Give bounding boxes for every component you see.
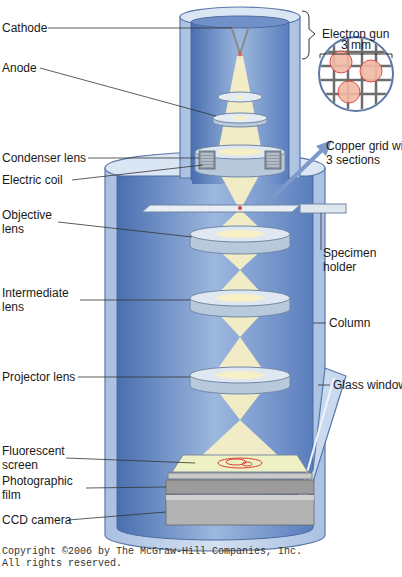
electron-gun-housing — [191, 16, 289, 28]
zoom-arrow — [266, 140, 332, 204]
column-shell — [117, 176, 313, 540]
leader-lines — [88, 158, 199, 159]
part-label: Electric coil — [2, 173, 63, 187]
part-label: Photographic film — [2, 474, 88, 502]
leader-lines — [48, 28, 232, 29]
part-label: Specimen holder — [323, 246, 385, 274]
part-label: Projector lens — [2, 370, 75, 384]
specimen-holder — [142, 204, 346, 213]
leader-lines — [313, 323, 326, 324]
copper-grid — [320, 36, 392, 112]
copyright-note: Copyright ©2006 by The McGraw-Hill Compa… — [2, 546, 302, 558]
anode-plates — [233, 116, 247, 120]
projector-lens — [216, 371, 264, 379]
copper-grid — [360, 60, 382, 82]
ccd-camera — [166, 495, 314, 525]
fluorescent-screen — [218, 458, 262, 468]
leader-lines — [72, 165, 203, 180]
leader-lines — [40, 28, 330, 520]
anode-plates — [218, 92, 262, 102]
part-label: CCD camera — [2, 513, 71, 527]
part-label: Cathode — [2, 21, 47, 35]
intermediate-lens — [190, 290, 290, 306]
electron-gun-housing — [180, 7, 300, 184]
part-label: Glass window — [333, 378, 402, 392]
column-shell — [105, 168, 325, 551]
condenser-lens — [195, 145, 285, 177]
cathode-filament — [238, 52, 242, 56]
leader-lines — [86, 487, 166, 488]
column-shell — [105, 152, 325, 551]
fluorescent-screen — [172, 455, 308, 472]
gun-bracket — [302, 11, 315, 59]
electron-gun-housing — [191, 22, 289, 180]
leader-lines — [80, 300, 190, 301]
zoom-arrow — [266, 150, 322, 204]
leader-lines — [68, 512, 166, 520]
part-label: Column — [329, 316, 370, 330]
intermediate-lens — [216, 294, 264, 302]
photographic-film — [168, 473, 312, 479]
photographic-film — [166, 473, 314, 494]
leader-lines — [321, 213, 322, 250]
copyright-note: All rights reserved. — [2, 558, 122, 570]
scale-bracket — [320, 54, 392, 58]
part-label: Anode — [2, 61, 37, 75]
objective-lens — [216, 230, 264, 238]
copper-grid — [319, 36, 393, 112]
copper-grid — [319, 37, 393, 111]
specimen-holder — [300, 204, 346, 213]
anode-plates — [213, 92, 267, 127]
intermediate-lens — [190, 290, 290, 317]
leader-lines — [40, 68, 216, 116]
leader-lines — [318, 385, 330, 386]
gun-bracket — [302, 11, 315, 59]
scale-bracket — [320, 54, 392, 58]
objective-lens — [190, 226, 290, 254]
cathode-filament — [231, 26, 249, 54]
projector-lens — [190, 367, 290, 394]
electron-gun-housing — [180, 7, 300, 27]
specimen-holder — [238, 206, 242, 210]
objective-lens — [190, 226, 290, 242]
projector-lens — [190, 367, 290, 383]
copper-grid — [338, 81, 360, 103]
part-label: Intermediate lens — [2, 286, 82, 314]
fluorescent-screen — [172, 455, 308, 472]
leader-lines — [58, 222, 192, 237]
condenser-lens — [201, 154, 279, 166]
leader-lines — [66, 458, 195, 463]
anode-plates — [236, 96, 244, 99]
photographic-film — [166, 480, 314, 494]
cathode-filament — [231, 26, 249, 56]
fluorescent-screen — [226, 459, 246, 465]
part-label: Condenser lens — [2, 151, 86, 165]
anode-plates — [213, 113, 267, 123]
dimension-label: 3 mm — [341, 38, 371, 52]
electron-beam — [195, 56, 285, 462]
condenser-lens — [218, 149, 262, 156]
part-label: Copper grid with 3 sections — [326, 139, 402, 167]
electron-beam — [218, 56, 262, 152]
copper-grid — [320, 36, 392, 112]
part-label: Objective lens — [2, 208, 60, 236]
fluorescent-screen — [242, 462, 252, 466]
ccd-camera — [166, 495, 314, 525]
specimen-holder — [142, 205, 300, 212]
ccd-camera — [166, 495, 314, 500]
leader-lines — [78, 377, 190, 378]
part-label: Fluorescent screen — [2, 444, 74, 472]
